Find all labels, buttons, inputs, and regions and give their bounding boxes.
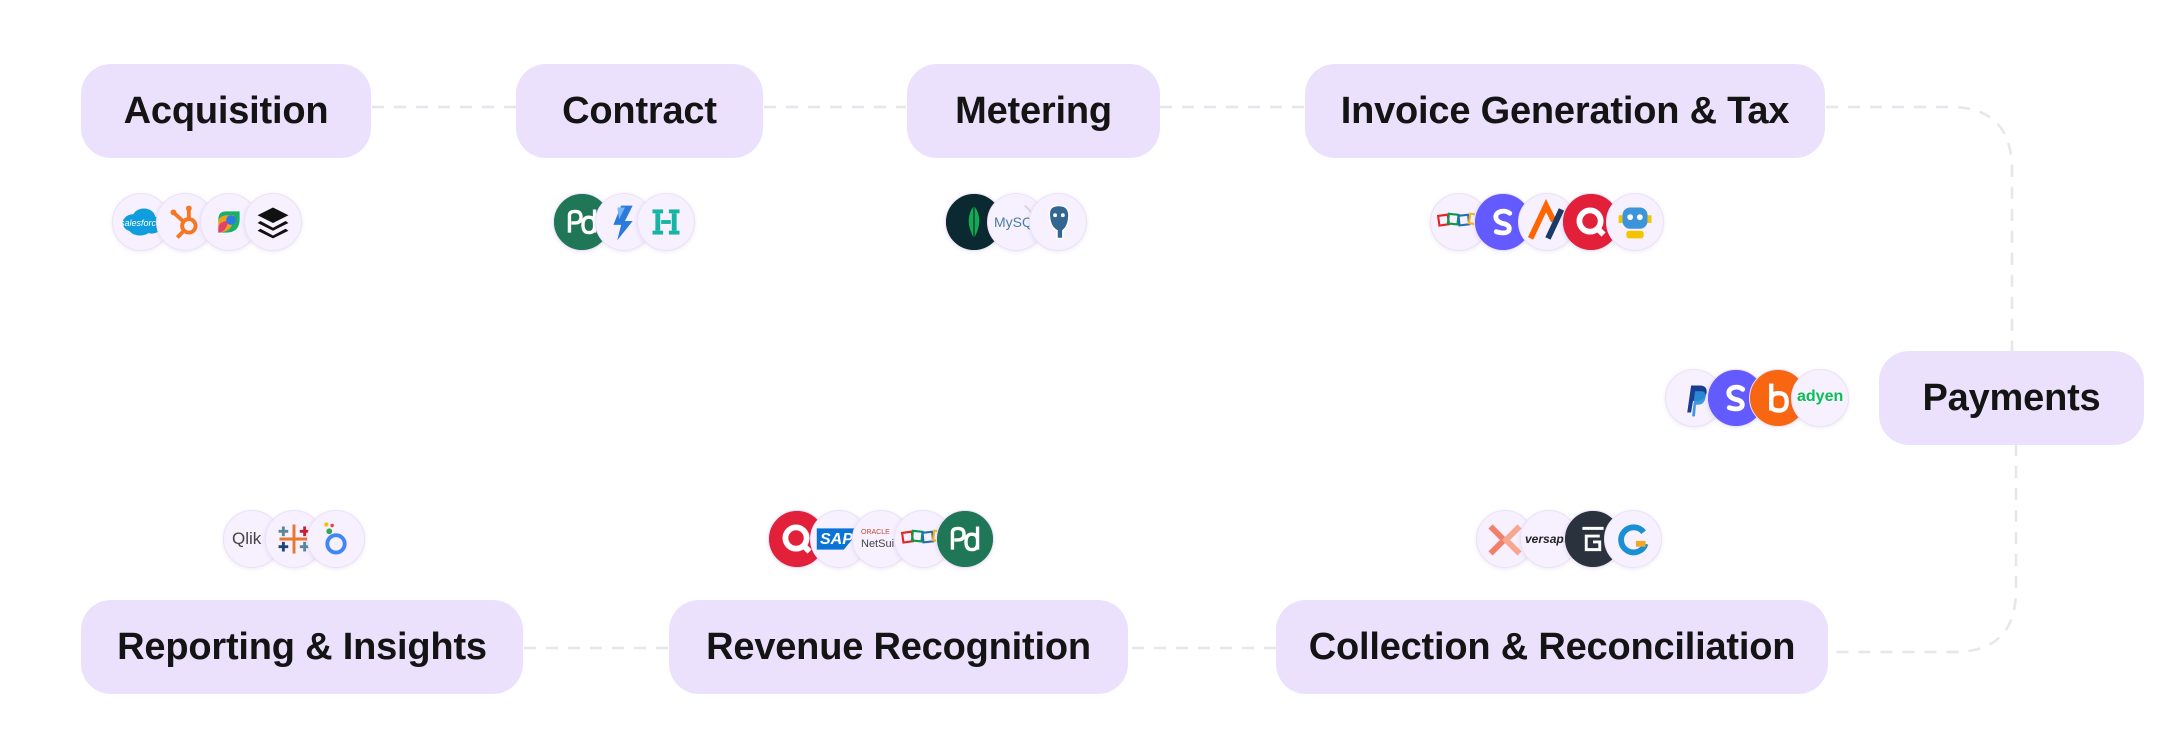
netsuite-wordmark: NetSuite: [861, 538, 904, 550]
pandadoc-logo-icon: [936, 510, 994, 568]
acquisition-integrations: salesforce: [112, 193, 312, 253]
qlik-wordmark: Qlik: [232, 529, 262, 548]
salesforce-wordmark: salesforce: [120, 218, 162, 228]
netsuite-oracle-wordmark: ORACLE: [861, 529, 890, 536]
connector-invoice-payments: [1826, 105, 2014, 352]
docusign-clm-logo-icon: [637, 193, 695, 251]
stage-contract: Contract: [516, 64, 763, 158]
reporting-insights-integrations: Qlik: [223, 510, 373, 570]
stage-payments: Payments: [1879, 351, 2144, 445]
revenue-recognition-integrations: SAP ORACLE NetSuite: [768, 510, 994, 570]
growfin-logo-icon: [1604, 510, 1662, 568]
collection-reconciliation-integrations: versapay: [1476, 510, 1676, 570]
adyen-logo-icon: adyen: [1791, 369, 1849, 427]
stage-invoice-generation-tax: Invoice Generation & Tax: [1305, 64, 1825, 158]
stage-acquisition: Acquisition: [81, 64, 371, 158]
hubspot-logo-icon: [156, 193, 214, 251]
connector-payments-collection: [1828, 444, 2018, 654]
stage-metering: Metering: [907, 64, 1160, 158]
metering-integrations: MySQL: [945, 193, 1095, 253]
stage-collection-reconciliation: Collection & Reconciliation: [1276, 600, 1828, 694]
invoice-tax-integrations: [1430, 193, 1680, 253]
sap-wordmark: SAP: [820, 531, 853, 548]
quaderno-logo-icon: [1562, 193, 1620, 251]
contract-integrations: [553, 193, 703, 253]
payments-integrations: adyen: [1665, 369, 1849, 429]
stage-reporting-insights: Reporting & Insights: [81, 600, 523, 694]
taxjar-robot-logo-icon: [1606, 193, 1664, 251]
stage-revenue-recognition: Revenue Recognition: [669, 600, 1128, 694]
buffer-layers-logo-icon: [244, 193, 302, 251]
adyen-wordmark: adyen: [1797, 388, 1844, 405]
looker-logo-icon: [307, 510, 365, 568]
postgresql-logo-icon: [1029, 193, 1087, 251]
tipalti-logo-icon: [1476, 510, 1534, 568]
